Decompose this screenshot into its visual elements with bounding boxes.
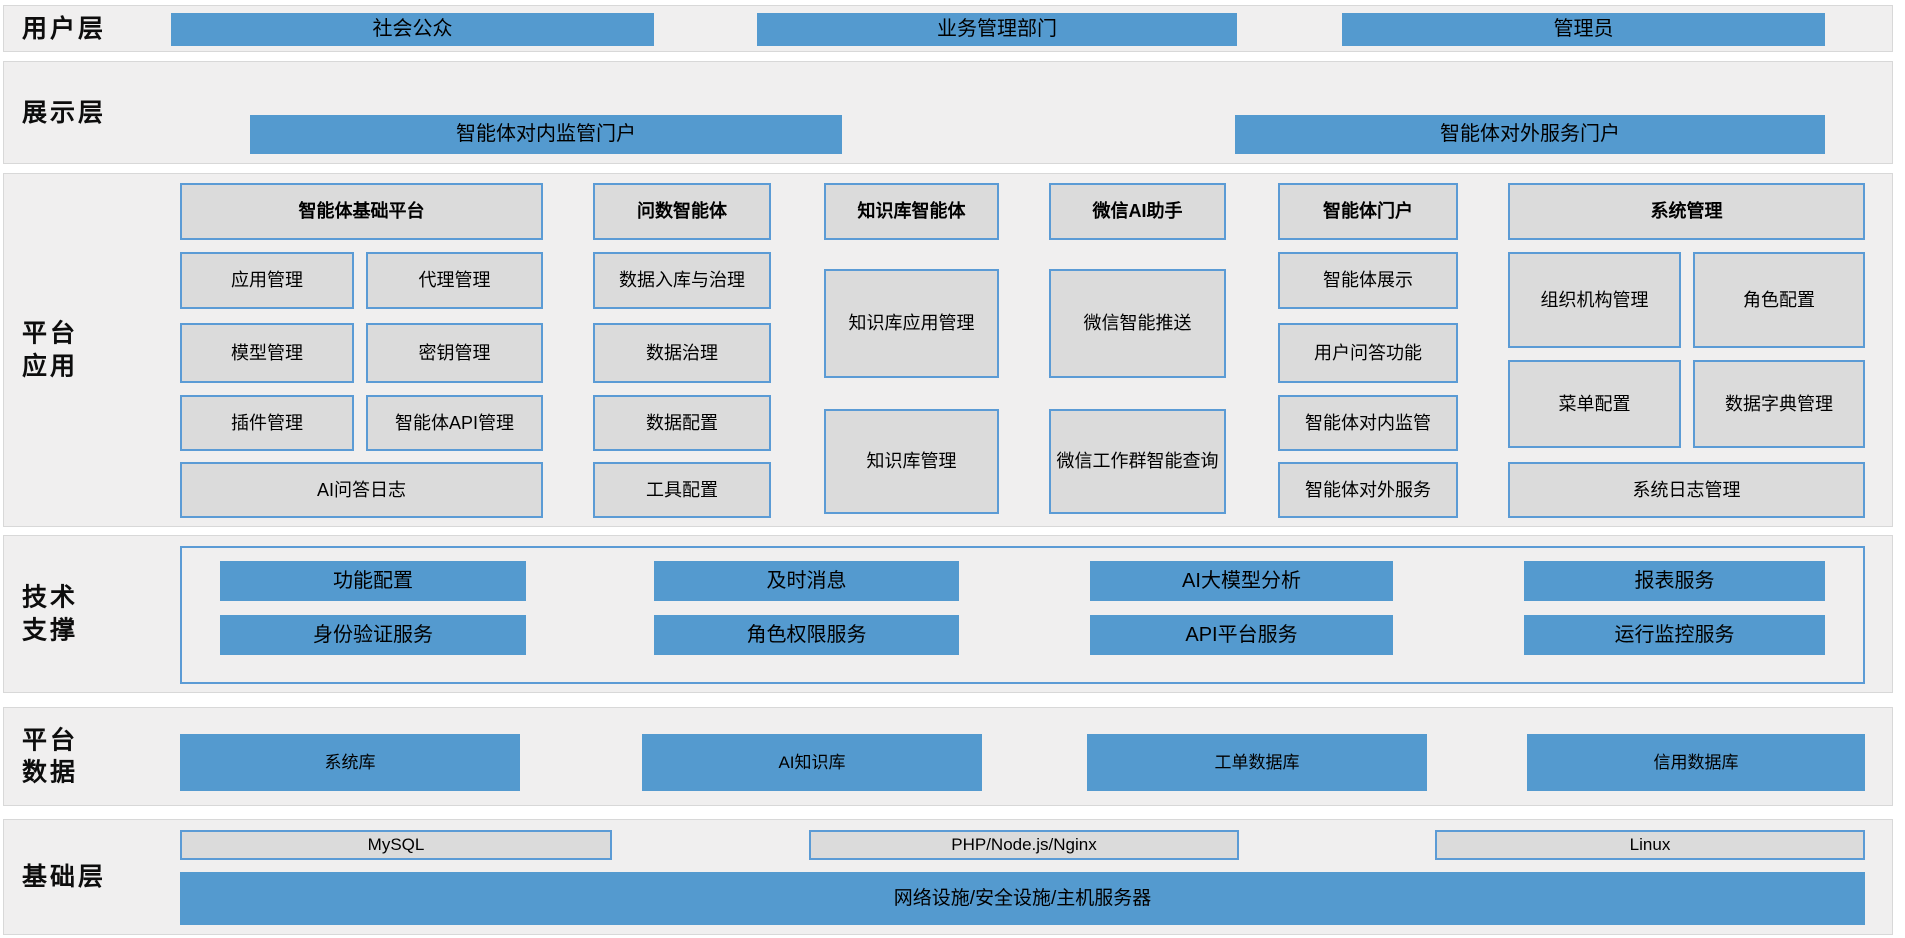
box-agent-showcase: 智能体展示 [1278, 252, 1458, 309]
header-wechat-ai-assistant: 微信AI助手 [1049, 183, 1226, 240]
box-data-config: 数据配置 [593, 395, 771, 451]
box-wechat-workgroup-smart-query: 微信工作群智能查询 [1049, 409, 1226, 514]
box-tool-config: 工具配置 [593, 462, 771, 518]
box-social-public: 社会公众 [171, 13, 654, 46]
box-operation-monitoring-service: 运行监控服务 [1524, 615, 1825, 655]
box-instant-message: 及时消息 [654, 561, 959, 601]
box-user-qa-function: 用户问答功能 [1278, 323, 1458, 383]
header-system-management: 系统管理 [1508, 183, 1865, 240]
band-infrastructure-layer: 基础层 MySQL PHP/Node.js/Nginx Linux 网络设施/安… [3, 819, 1893, 935]
box-agent-api-management: 智能体API管理 [366, 395, 543, 451]
box-identity-verification-service: 身份验证服务 [220, 615, 526, 655]
box-menu-config: 菜单配置 [1508, 360, 1681, 448]
base-layer-label: 基础层 [22, 862, 107, 891]
header-agent-base-platform: 智能体基础平台 [180, 183, 543, 240]
box-api-platform-service: API平台服务 [1090, 615, 1393, 655]
box-kb-management: 知识库管理 [824, 409, 999, 514]
box-model-management: 模型管理 [180, 323, 354, 383]
box-data-ingest-governance: 数据入库与治理 [593, 252, 771, 309]
box-role-config: 角色配置 [1693, 252, 1865, 348]
box-data-governance: 数据治理 [593, 323, 771, 383]
box-ai-knowledge-db: AI知识库 [642, 734, 982, 791]
platform-layer-label: 平台 应用 [22, 319, 79, 381]
band-display-layer: 展示层 智能体对内监管门户 智能体对外服务门户 [3, 61, 1893, 164]
box-ai-llm-analysis: AI大模型分析 [1090, 561, 1393, 601]
box-agent-proxy-management: 代理管理 [366, 252, 543, 309]
band-platform-application-layer: 平台 应用 智能体基础平台 应用管理 代理管理 模型管理 密钥管理 插件管理 智… [3, 173, 1893, 527]
data-layer-label: 平台 数据 [22, 726, 79, 787]
box-app-management: 应用管理 [180, 252, 354, 309]
box-credit-db: 信用数据库 [1527, 734, 1865, 791]
band-tech-support-layer: 技术 支撑 功能配置 及时消息 AI大模型分析 报表服务 身份验证服务 角色权限… [3, 535, 1893, 693]
header-agent-portal: 智能体门户 [1278, 183, 1458, 240]
box-agent-external-service: 智能体对外服务 [1278, 462, 1458, 518]
box-administrator: 管理员 [1342, 13, 1825, 46]
box-key-management: 密钥管理 [366, 323, 543, 383]
band-platform-data-layer: 平台 数据 系统库 AI知识库 工单数据库 信用数据库 [3, 707, 1893, 806]
box-business-management-dept: 业务管理部门 [757, 13, 1237, 46]
box-agent-internal-supervision: 智能体对内监管 [1278, 395, 1458, 451]
box-data-dictionary-management: 数据字典管理 [1693, 360, 1865, 448]
header-data-query-agent: 问数智能体 [593, 183, 771, 240]
box-ai-qa-log: AI问答日志 [180, 462, 543, 518]
band-user-layer: 用户层 社会公众 业务管理部门 管理员 [3, 5, 1893, 52]
box-org-structure-management: 组织机构管理 [1508, 252, 1681, 348]
box-function-config: 功能配置 [220, 561, 526, 601]
user-layer-label: 用户层 [22, 14, 107, 43]
display-layer-label: 展示层 [22, 98, 107, 127]
box-role-permission-service: 角色权限服务 [654, 615, 959, 655]
box-system-db: 系统库 [180, 734, 520, 791]
box-plugin-management: 插件管理 [180, 395, 354, 451]
box-work-order-db: 工单数据库 [1087, 734, 1427, 791]
tech-support-frame [180, 546, 1865, 684]
box-wechat-smart-push: 微信智能推送 [1049, 269, 1226, 378]
box-network-security-host-infrastructure: 网络设施/安全设施/主机服务器 [180, 872, 1865, 925]
box-linux: Linux [1435, 830, 1865, 860]
tech-layer-label: 技术 支撑 [22, 583, 79, 645]
box-report-service: 报表服务 [1524, 561, 1825, 601]
header-knowledge-base-agent: 知识库智能体 [824, 183, 999, 240]
box-system-log-management: 系统日志管理 [1508, 462, 1865, 518]
box-kb-app-management: 知识库应用管理 [824, 269, 999, 378]
box-internal-supervision-portal: 智能体对内监管门户 [250, 115, 842, 154]
box-external-service-portal: 智能体对外服务门户 [1235, 115, 1825, 154]
box-mysql: MySQL [180, 830, 612, 860]
box-php-nodejs-nginx: PHP/Node.js/Nginx [809, 830, 1239, 860]
